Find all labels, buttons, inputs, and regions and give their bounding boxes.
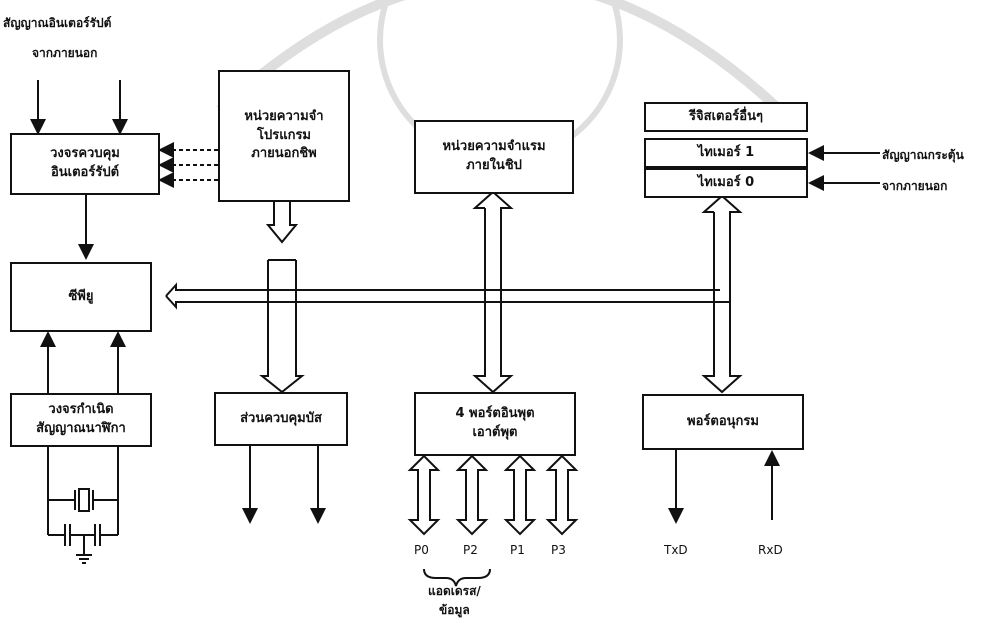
io-ports-block: 4 พอร์ตอินพุตเอาต์พุต <box>414 392 576 456</box>
txd-label: TxD <box>664 543 688 557</box>
external-interrupt-label: สัญญาณอินเตอร์รัปต์ <box>3 16 112 30</box>
port-p3-label: P3 <box>551 543 566 557</box>
timer0-block: ไทเมอร์ 0 <box>644 168 808 198</box>
onchip-memory-block: หน่วยความจำแรมภายในชิป <box>414 120 574 194</box>
external-interrupt-label-2: จากภายนอก <box>32 46 98 60</box>
port-p1-label: P1 <box>510 543 525 557</box>
clock-circuit-block: วงจรกำเนิดสัญญาณนาฬิกา <box>10 393 152 447</box>
program-memory-block: หน่วยความจำโปรแกรมภายนอกชิพ <box>218 70 350 202</box>
external-trigger-label: สัญญาณกระตุ้น จากภายนอก <box>882 148 964 193</box>
timer1-block: ไทเมอร์ 1 <box>644 138 808 168</box>
address-data-label: แอดเดรส/ ข้อมูล <box>428 584 481 617</box>
rxd-label: RxD <box>758 543 783 557</box>
port-p0-label: P0 <box>414 543 429 557</box>
interrupt-control-block: วงจรควบคุมอินเตอร์รัปต์ <box>10 133 160 195</box>
port-p2-label: P2 <box>463 543 478 557</box>
other-registers-block: รีจิสเตอร์อื่นๆ <box>644 102 808 132</box>
cpu-block: ซีพียู <box>10 262 152 332</box>
bus-control-block: ส่วนควบคุมบัส <box>214 392 348 446</box>
serial-port-block: พอร์ตอนุกรม <box>642 394 804 450</box>
